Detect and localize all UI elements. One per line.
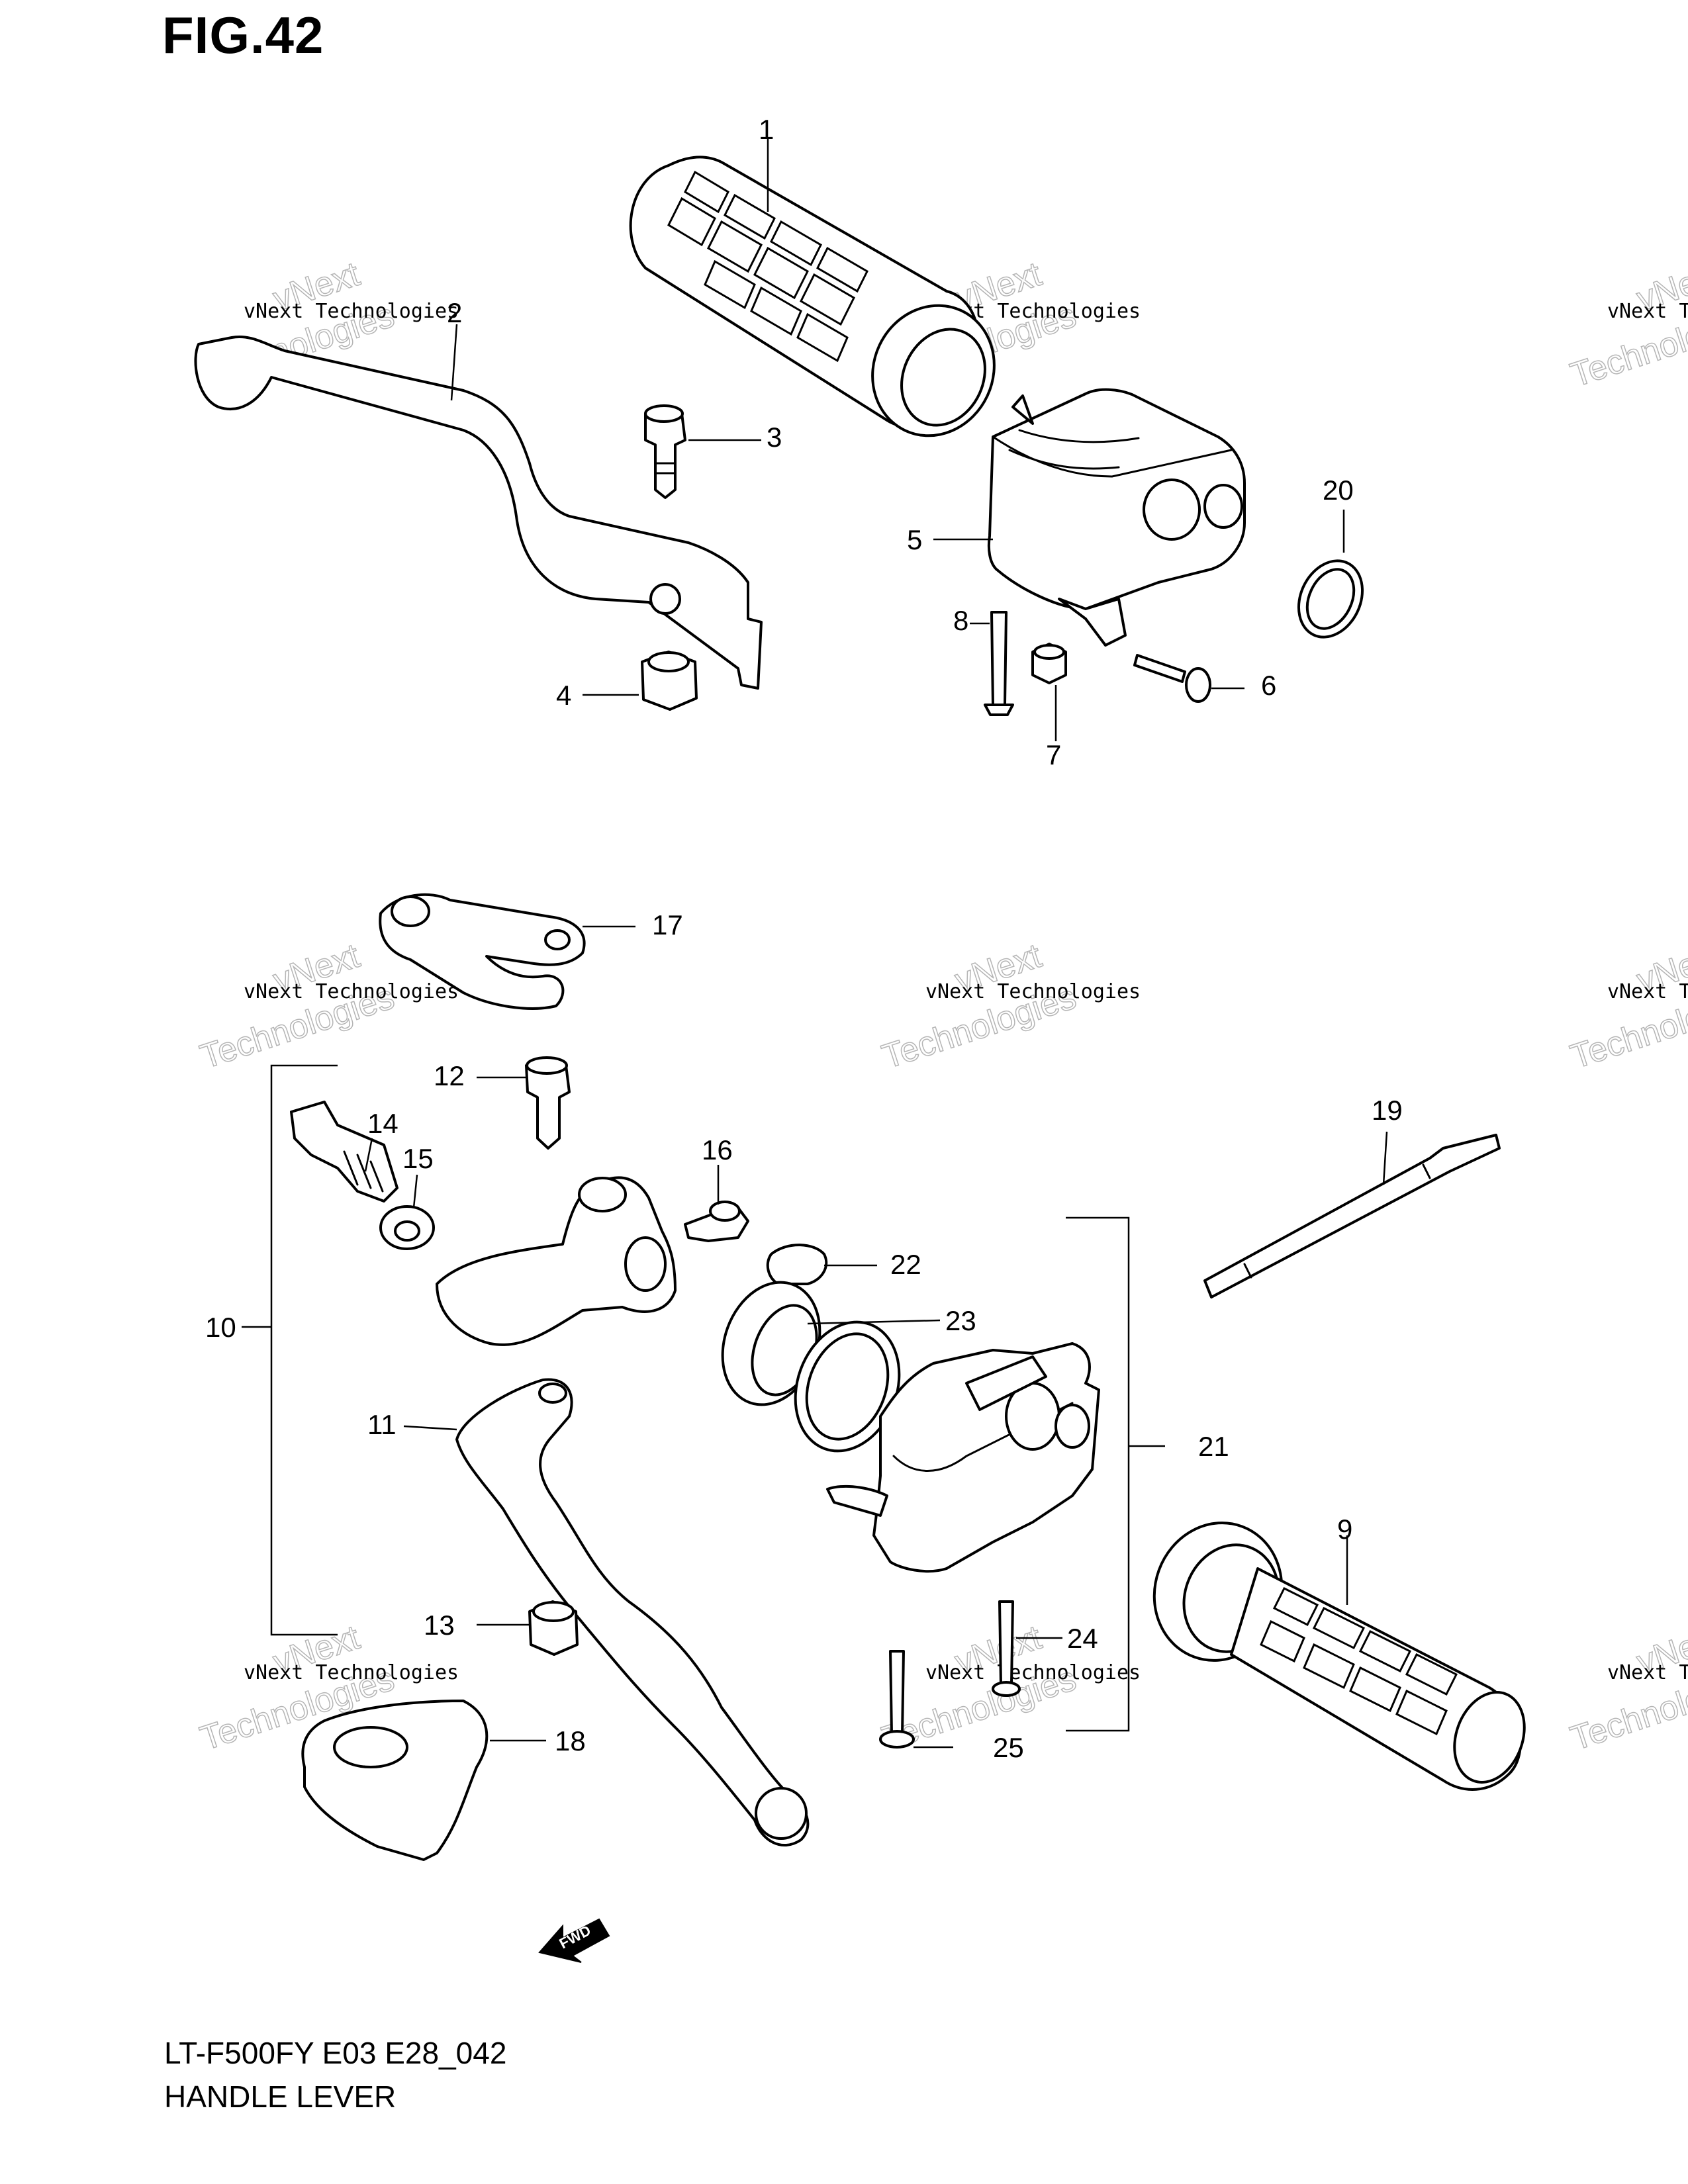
callout-13: 13 bbox=[424, 1610, 455, 1641]
watermark-text: vNext Technologies bbox=[244, 300, 459, 323]
clip-part[interactable] bbox=[766, 1244, 828, 1285]
callout-16: 16 bbox=[702, 1134, 733, 1165]
callout-1: 1 bbox=[759, 114, 774, 145]
callout-24: 24 bbox=[1067, 1623, 1098, 1654]
fwd-arrow-icon: FWD bbox=[538, 1918, 610, 1963]
grip-left-part[interactable] bbox=[629, 156, 1015, 455]
screw-25-part[interactable] bbox=[879, 1650, 915, 1749]
locknut-part[interactable] bbox=[379, 1205, 435, 1250]
group-bracket-21 bbox=[1066, 1216, 1165, 1732]
callout-17: 17 bbox=[652, 909, 683, 940]
bolt-part[interactable] bbox=[684, 1201, 749, 1242]
nut-part[interactable] bbox=[641, 651, 698, 711]
pivot-bolt-lower-part[interactable] bbox=[525, 1056, 571, 1150]
brake-lever-part[interactable] bbox=[194, 336, 763, 690]
leader-lines bbox=[364, 139, 1388, 1749]
callout-labels: 1 2 3 4 5 6 7 8 9 10 11 12 13 14 15 16 1… bbox=[205, 114, 1403, 1763]
small-nut-part[interactable] bbox=[1031, 643, 1067, 684]
cable-tie-part[interactable] bbox=[1203, 1134, 1501, 1298]
callout-14: 14 bbox=[367, 1108, 399, 1139]
watermark-text: vNext Technologies bbox=[244, 980, 459, 1003]
watermark-text: vNext Technologies bbox=[1607, 1661, 1688, 1684]
callout-10: 10 bbox=[205, 1312, 236, 1343]
callout-22: 22 bbox=[890, 1249, 921, 1280]
model-code: LT-F500FY E03 E28_042 bbox=[164, 2036, 507, 2070]
figure-title: FIG.42 bbox=[162, 6, 324, 64]
switch-housing-part[interactable] bbox=[987, 388, 1246, 647]
switch-assembly-part[interactable] bbox=[826, 1342, 1100, 1573]
lever-holder-part[interactable] bbox=[379, 893, 586, 1010]
callout-11: 11 bbox=[367, 1409, 397, 1440]
callout-8: 8 bbox=[953, 605, 968, 636]
callout-20: 20 bbox=[1323, 475, 1354, 506]
ring-part[interactable] bbox=[706, 1269, 917, 1466]
watermark-text: vNext Technologies bbox=[925, 1661, 1141, 1684]
lever-cover-part[interactable] bbox=[301, 1700, 489, 1861]
pivot-bolt-part[interactable] bbox=[644, 404, 686, 499]
callout-2: 2 bbox=[447, 297, 462, 328]
callout-9: 9 bbox=[1337, 1514, 1352, 1545]
watermark-text: vNext Technologies bbox=[244, 1661, 459, 1684]
callout-19: 19 bbox=[1372, 1095, 1403, 1126]
watermark-text: vNext Technologies bbox=[1607, 300, 1688, 323]
watermark-text: vNext Technologies bbox=[925, 980, 1141, 1003]
long-screw-part[interactable] bbox=[984, 611, 1014, 716]
callout-7: 7 bbox=[1046, 739, 1061, 770]
nut-lower-part[interactable] bbox=[528, 1600, 579, 1656]
callout-15: 15 bbox=[402, 1143, 434, 1174]
callout-12: 12 bbox=[434, 1060, 465, 1091]
callout-23: 23 bbox=[945, 1305, 976, 1336]
callout-3: 3 bbox=[767, 422, 782, 453]
callout-21: 21 bbox=[1198, 1431, 1229, 1462]
callout-25: 25 bbox=[993, 1732, 1024, 1763]
lever-lower-part[interactable] bbox=[455, 1378, 810, 1847]
o-ring-part[interactable] bbox=[1287, 551, 1374, 648]
lever-bracket-part[interactable] bbox=[436, 1176, 677, 1346]
watermark-text: vNext Technologies bbox=[1607, 980, 1688, 1003]
group-bracket-10 bbox=[242, 1064, 338, 1636]
screw-part[interactable] bbox=[1133, 654, 1211, 703]
grip-right-part[interactable] bbox=[1135, 1505, 1536, 1792]
callout-4: 4 bbox=[556, 680, 571, 711]
callout-6: 6 bbox=[1261, 670, 1276, 701]
adjuster-bolt-part[interactable] bbox=[290, 1101, 399, 1203]
callout-5: 5 bbox=[907, 524, 922, 555]
section-name: HANDLE LEVER bbox=[164, 2079, 397, 2114]
screw-24-part[interactable] bbox=[992, 1600, 1021, 1697]
callout-18: 18 bbox=[555, 1725, 586, 1756]
